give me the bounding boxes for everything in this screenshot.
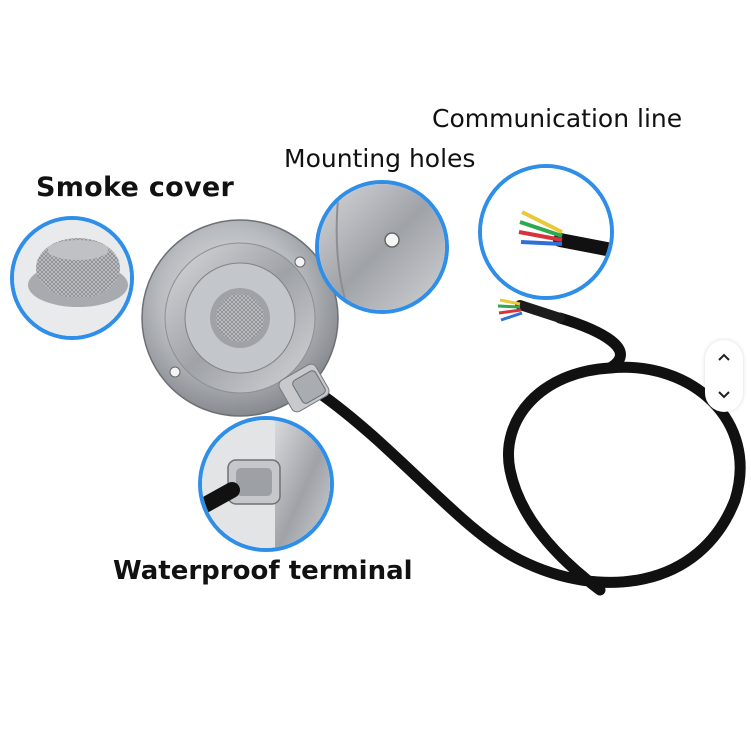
label-smoke-cover: Smoke cover	[36, 172, 235, 203]
callout-communication-line	[478, 164, 614, 300]
chevron-up-icon	[718, 353, 730, 361]
next-image-button[interactable]	[705, 380, 743, 410]
chevron-down-icon	[718, 391, 730, 399]
prev-image-button[interactable]	[705, 342, 743, 372]
callout-waterproof-terminal	[198, 416, 334, 552]
label-communication-line: Communication line	[432, 104, 683, 133]
callout-mounting-holes	[315, 180, 449, 314]
cable-wire-ends	[497, 298, 523, 322]
callout-smoke-cover	[10, 216, 134, 340]
image-nav	[705, 340, 743, 412]
label-waterproof-terminal: Waterproof terminal	[113, 556, 413, 586]
main-cable	[312, 300, 746, 596]
label-mounting-holes: Mounting holes	[284, 144, 476, 173]
sensor-body	[141, 219, 339, 417]
